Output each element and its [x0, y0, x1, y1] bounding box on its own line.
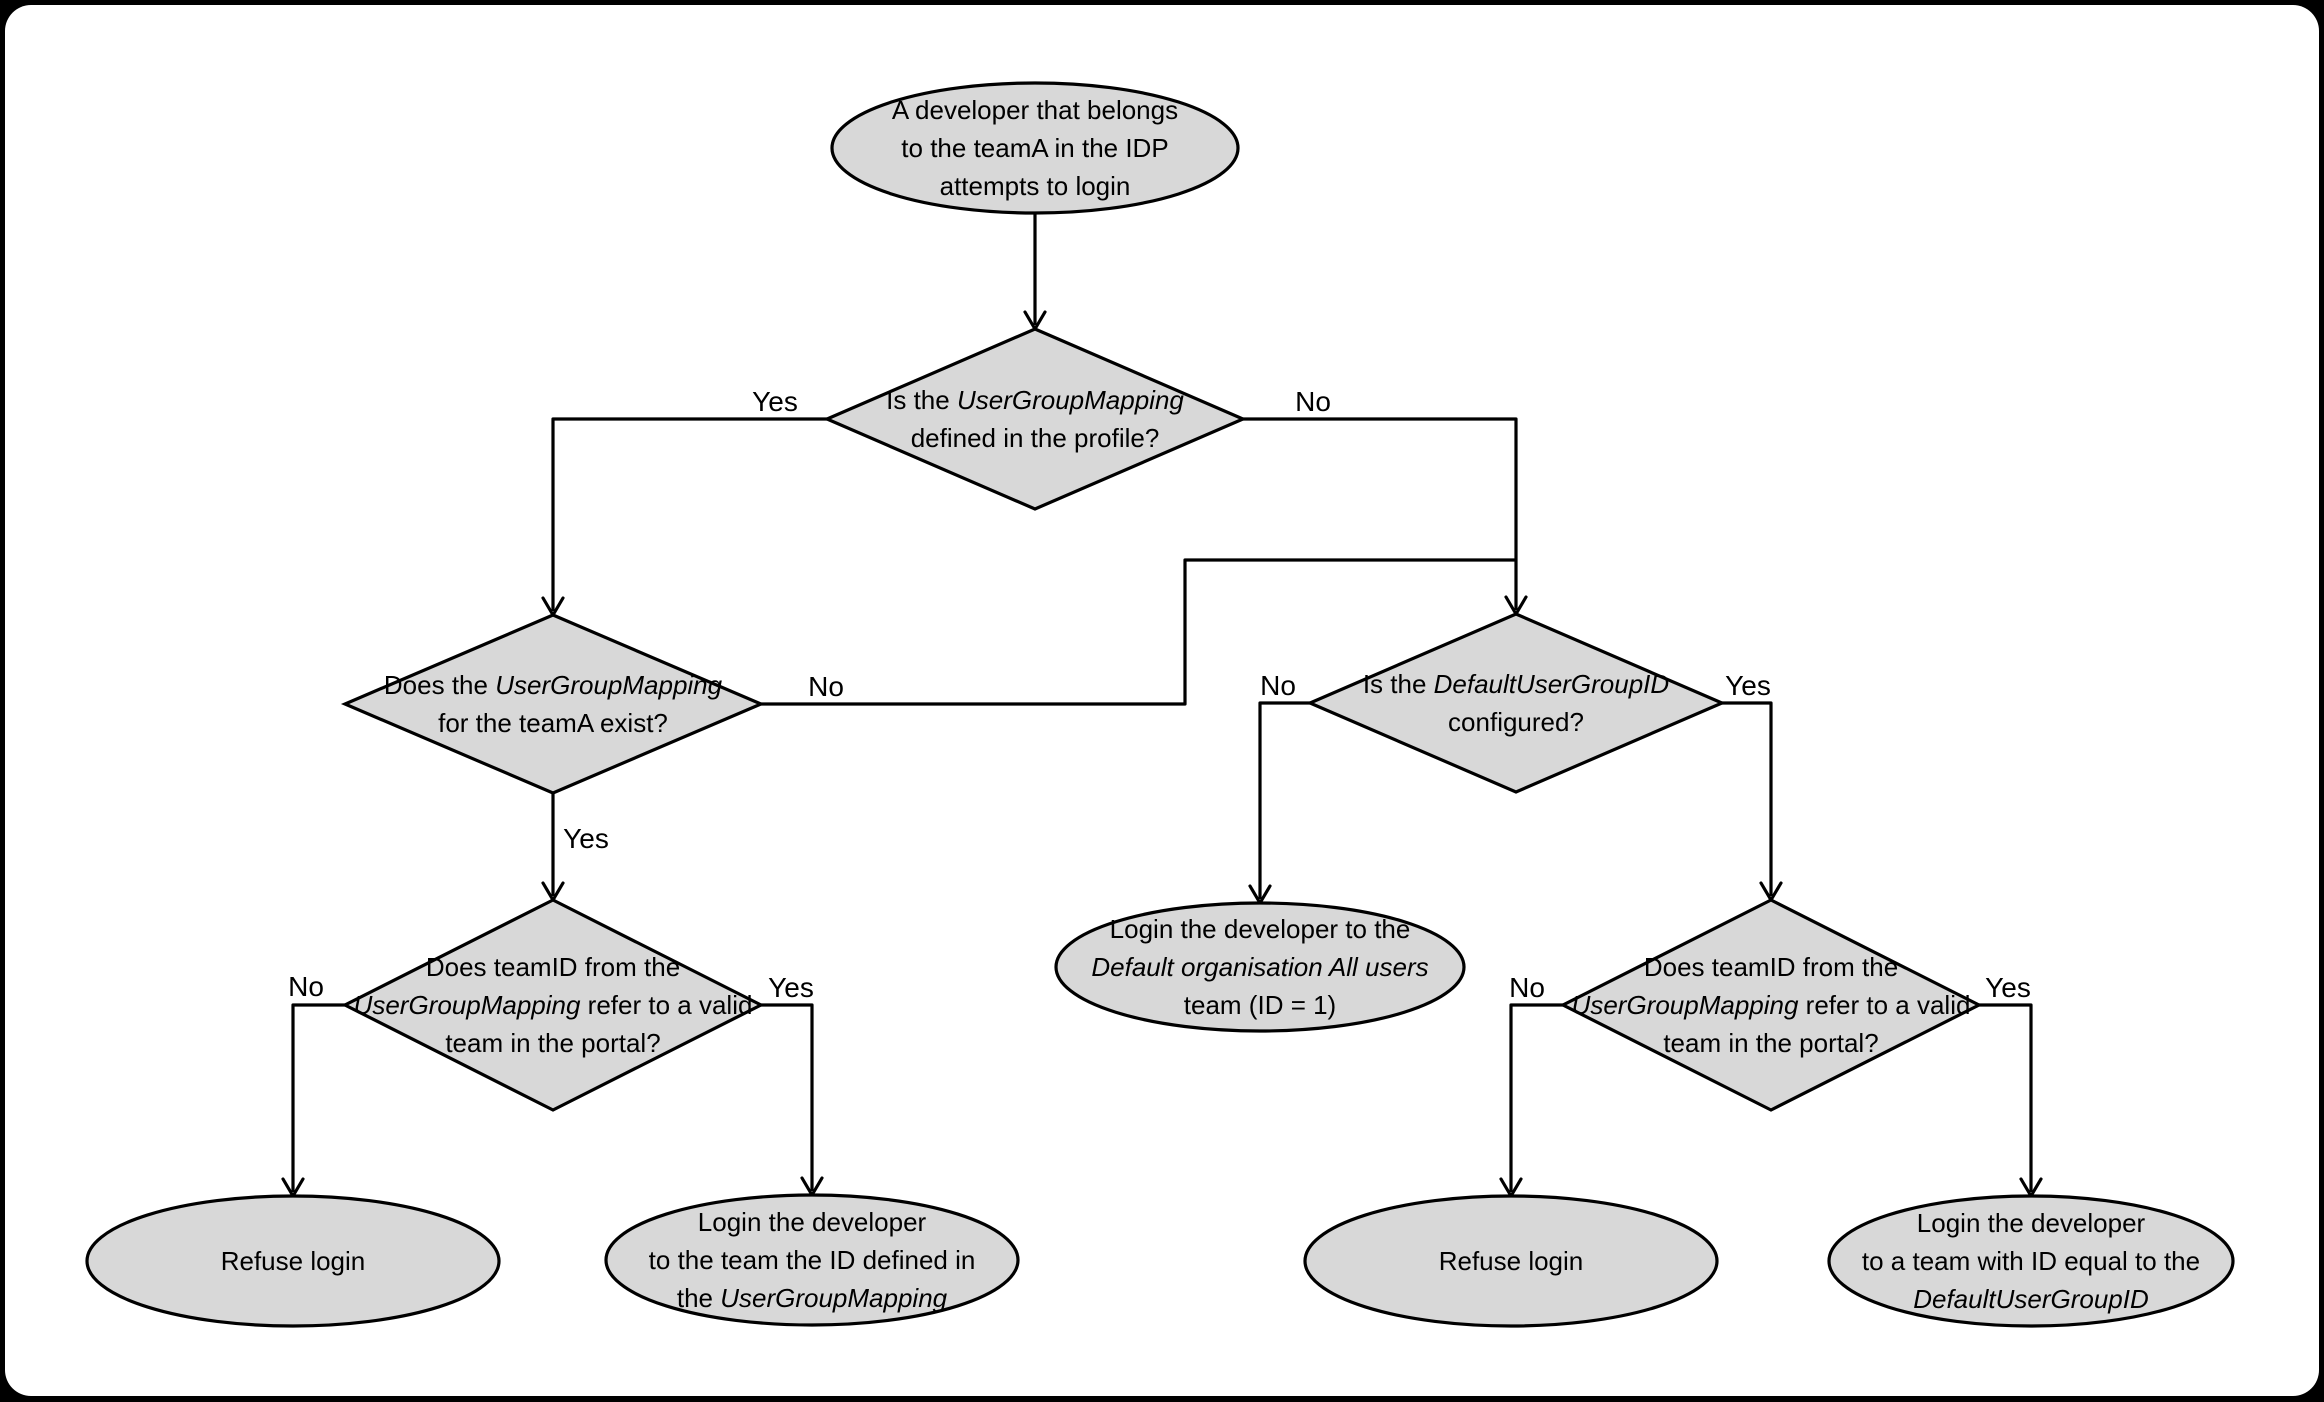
d5-diamond: [1559, 898, 1983, 1112]
edge-d5-no: [1509, 1003, 1563, 1192]
node-login-default-org: Login the developer to the Default organ…: [1054, 901, 1466, 1033]
d5-text-line3: team in the portal?: [1663, 1028, 1878, 1058]
login-mapping-text-line3: the UserGroupMapping: [677, 1283, 948, 1313]
login-mapping-text-line1: Login the developer: [698, 1207, 927, 1237]
node-group: A developer that belongs to the teamA in…: [85, 81, 2235, 1328]
node-login-mapping-team: Login the developer to the team the ID d…: [604, 1193, 1020, 1327]
node-refuse-login-right: Refuse login: [1303, 1194, 1719, 1328]
label-d4-no: No: [1260, 670, 1296, 701]
d5-text-line1: Does teamID from the: [1644, 952, 1898, 982]
d1-text-line1: Is the UserGroupMapping: [886, 385, 1184, 415]
d3-diamond: [341, 898, 765, 1112]
start-text-line3: attempts to login: [940, 171, 1131, 201]
node-decision-teamid-valid-right: Does teamID from the UserGroupMapping re…: [1559, 898, 1983, 1112]
edge-d4-yes: [1722, 701, 1773, 896]
label-d1-no: No: [1295, 386, 1331, 417]
node-refuse-login-left: Refuse login: [85, 1194, 501, 1328]
label-d4-yes: Yes: [1725, 670, 1771, 701]
node-decision-mapping-exists: Does the UserGroupMapping for the teamA …: [340, 613, 766, 795]
login-mapping-ellipse: [604, 1193, 1020, 1327]
refuse-left-text: Refuse login: [221, 1246, 366, 1276]
login-default-group-text-line1: Login the developer: [1917, 1208, 2146, 1238]
label-d3-no: No: [288, 971, 324, 1002]
d5-text-line2: UserGroupMapping refer to a valid: [1572, 990, 1971, 1020]
login-default-group-text-line2: to a team with ID equal to the: [1862, 1246, 2200, 1276]
edge-d2-no: [761, 558, 1516, 706]
label-d2-no: No: [808, 671, 844, 702]
edge-label-group: Yes No No Yes No Yes No Yes No Yes: [288, 386, 2031, 1003]
login-default-group-text-line3: DefaultUserGroupID: [1913, 1284, 2149, 1314]
edge-d3-yes: [761, 1003, 814, 1191]
d2-text-line1: Does the UserGroupMapping: [384, 670, 723, 700]
refuse-right-text: Refuse login: [1439, 1246, 1584, 1276]
label-d1-yes: Yes: [752, 386, 798, 417]
node-start: A developer that belongs to the teamA in…: [830, 81, 1240, 215]
start-text-line2: to the teamA in the IDP: [901, 133, 1168, 163]
login-mapping-text-line2: to the team the ID defined in: [649, 1245, 976, 1275]
label-d3-yes: Yes: [768, 972, 814, 1003]
d4-diamond: [1305, 612, 1727, 794]
label-d2-yes: Yes: [563, 823, 609, 854]
edge-d1-no: [1243, 417, 1518, 610]
start-text-line1: A developer that belongs: [892, 95, 1178, 125]
login-default-org-text-line2: Default organisation All users: [1091, 952, 1428, 982]
d1-diamond: [822, 327, 1248, 511]
d1-text-line2: defined in the profile?: [911, 423, 1160, 453]
label-d5-no: No: [1509, 972, 1545, 1003]
login-default-org-ellipse: [1054, 901, 1466, 1033]
edge-d1-yes: [551, 417, 827, 611]
start-ellipse: [830, 81, 1240, 215]
d2-text-line2: for the teamA exist?: [438, 708, 668, 738]
node-decision-teamid-valid-left: Does teamID from the UserGroupMapping re…: [341, 898, 765, 1112]
d4-text-line1: Is the DefaultUserGroupID: [1363, 669, 1669, 699]
node-decision-defaultusergroupid-configured: Is the DefaultUserGroupID configured?: [1305, 612, 1727, 794]
node-decision-usergroupmapping-defined: Is the UserGroupMapping defined in the p…: [822, 327, 1248, 511]
d3-text-line1: Does teamID from the: [426, 952, 680, 982]
login-default-group-ellipse: [1827, 1194, 2235, 1328]
node-login-default-group: Login the developer to a team with ID eq…: [1827, 1194, 2235, 1328]
refuse-left-ellipse: [85, 1194, 501, 1328]
login-default-org-text-line3: team (ID = 1): [1184, 990, 1336, 1020]
edge-d4-no: [1258, 701, 1310, 899]
d4-text-line2: configured?: [1448, 707, 1584, 737]
d3-text-line2: UserGroupMapping refer to a valid: [354, 990, 753, 1020]
edge-d5-yes: [1979, 1003, 2033, 1192]
login-default-org-text-line1: Login the developer to the: [1110, 914, 1411, 944]
d3-text-line3: team in the portal?: [445, 1028, 660, 1058]
edge-d3-no: [291, 1003, 345, 1192]
refuse-right-ellipse: [1303, 1194, 1719, 1328]
d2-diamond: [340, 613, 766, 795]
label-d5-yes: Yes: [1985, 972, 2031, 1003]
